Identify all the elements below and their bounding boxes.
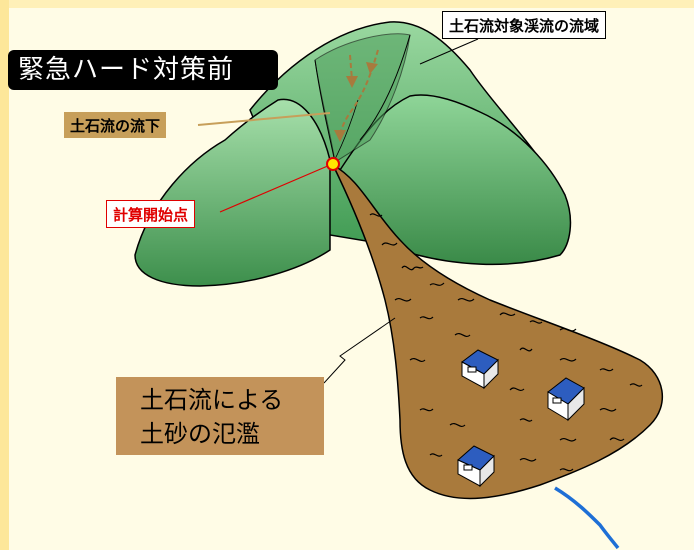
background-top-strip xyxy=(0,0,694,8)
calc-start-label: 計算開始点 xyxy=(106,200,196,228)
flood-label-line1: 土石流による xyxy=(140,386,284,414)
flood-leader xyxy=(323,317,396,384)
debris-fan xyxy=(331,163,664,500)
flood-label: 土石流による 土砂の氾濫 xyxy=(116,377,324,455)
debris-flow-down-label: 土石流の流下 xyxy=(64,112,167,138)
flowdown-leader xyxy=(197,112,331,126)
house-icon xyxy=(457,445,495,488)
flood-label-line2: 土砂の氾濫 xyxy=(140,420,260,448)
house-icon xyxy=(461,349,499,390)
house-icon xyxy=(547,377,585,422)
calc-start-point xyxy=(326,157,340,171)
background-left-strip xyxy=(0,0,9,550)
river xyxy=(554,486,620,550)
mountain-right xyxy=(339,94,572,266)
page-title: 緊急ハード対策前 xyxy=(8,50,278,90)
mountain-left xyxy=(134,98,331,287)
start-leader xyxy=(219,164,331,213)
watershed-leader xyxy=(419,38,479,65)
watershed-label: 土石流対象渓流の流域 xyxy=(442,11,607,39)
